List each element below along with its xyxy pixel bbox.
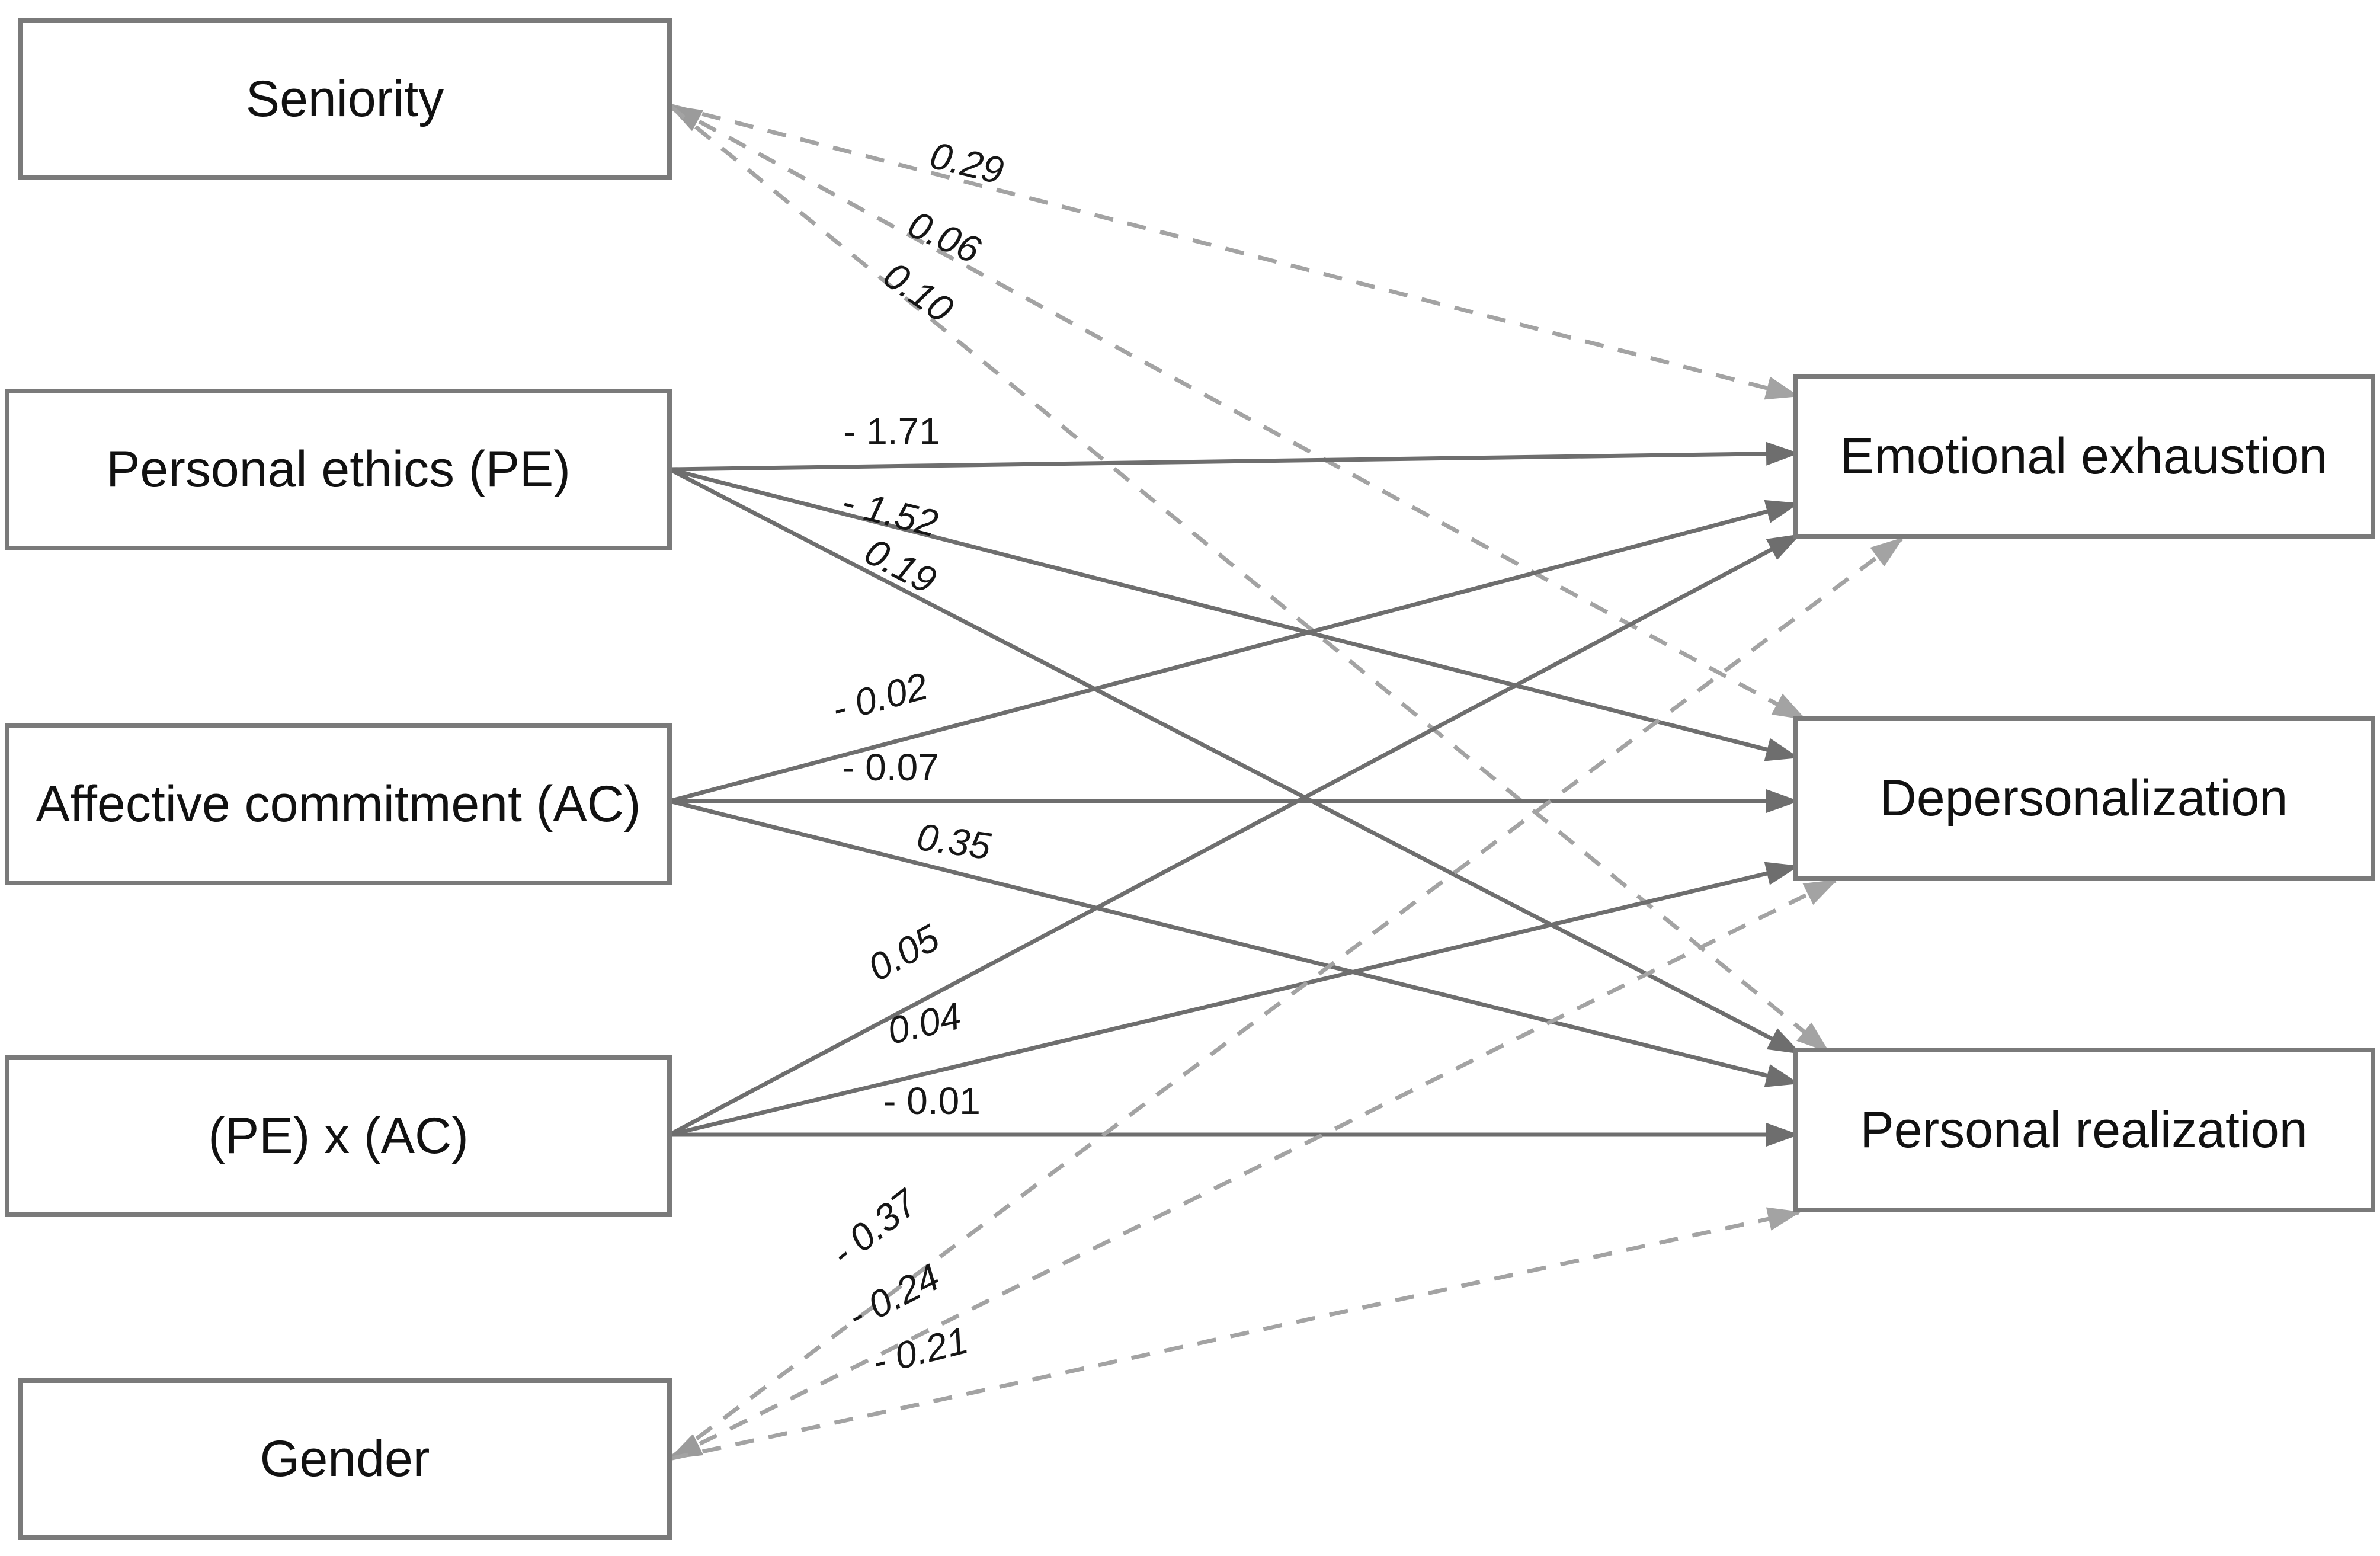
path-gender-to-depersonalization: [668, 878, 1838, 1461]
node-box-affective-commitment: [5, 723, 672, 885]
node-pe-x-ac: (PE) x (AC): [5, 1055, 672, 1217]
node-box-personal-ethics: [5, 389, 672, 550]
path-seniority-to-personal-realization: [668, 104, 1830, 1053]
path-gender-to-personal-realization: [669, 1207, 1801, 1461]
path-pe-x-ac-to-depersonalization: [669, 862, 1799, 1137]
coef-personal-ethics-depersonalization: - 1.52: [838, 480, 942, 545]
coef-pe-x-ac-depersonalization: 0.04: [883, 994, 965, 1052]
path-personal-ethics-to-personal-realization: [668, 467, 1802, 1055]
node-gender: Gender: [18, 1378, 672, 1540]
node-label-seniority: Seniority: [246, 71, 444, 127]
node-label-depersonalization: Depersonalization: [1880, 770, 2288, 827]
node-box-pe-x-ac: [5, 1055, 672, 1217]
node-box-personal-realization: [1793, 1048, 2375, 1212]
coef-seniority-emotional-exhaustion: 0.29: [926, 133, 1008, 192]
node-box-gender: [18, 1378, 672, 1540]
node-box-emotional-exhaustion: [1793, 374, 2375, 539]
coef-pe-x-ac-emotional-exhaustion: 0.05: [861, 916, 946, 990]
node-label-affective-commitment: Affective commitment (AC): [36, 776, 640, 833]
node-affective-commitment: Affective commitment (AC): [5, 723, 672, 885]
path-seniority-to-depersonalization: [668, 103, 1806, 721]
coef-pe-x-ac-personal-realization: - 0.01: [883, 1080, 981, 1122]
path-affective-commitment-to-personal-realization: [669, 799, 1799, 1087]
node-personal-ethics: Personal ethics (PE): [5, 389, 672, 550]
coef-affective-commitment-personal-realization: 0.35: [914, 815, 994, 868]
coef-personal-ethics-emotional-exhaustion: - 1.71: [843, 410, 940, 453]
node-label-personal-realization: Personal realization: [1860, 1102, 2307, 1158]
coef-seniority-depersonalization: 0.06: [902, 203, 986, 272]
coef-gender-personal-realization: - 0.21: [868, 1318, 972, 1383]
path-personal-ethics-to-depersonalization: [669, 467, 1799, 761]
path-affective-commitment-to-emotional-exhaustion: [669, 500, 1799, 803]
node-label-gender: Gender: [260, 1430, 430, 1487]
coef-affective-commitment-depersonalization: - 0.07: [842, 746, 939, 789]
path-pe-x-ac-to-emotional-exhaustion: [668, 533, 1801, 1137]
node-box-depersonalization: [1793, 716, 2375, 881]
path-personal-ethics-to-emotional-exhaustion: [669, 441, 1799, 472]
node-emotional-exhaustion: Emotional exhaustion: [1793, 374, 2375, 539]
coef-seniority-personal-realization: 0.10: [876, 254, 961, 331]
node-seniority: Seniority: [18, 18, 672, 180]
node-label-pe-x-ac: (PE) x (AC): [208, 1107, 469, 1164]
coef-gender-emotional-exhaustion: - 0.37: [822, 1180, 926, 1275]
coef-affective-commitment-emotional-exhaustion: - 0.02: [828, 664, 933, 731]
node-box-seniority: [18, 18, 672, 180]
node-personal-realization: Personal realization: [1793, 1048, 2375, 1212]
node-label-emotional-exhaustion: Emotional exhaustion: [1840, 428, 2327, 485]
node-depersonalization: Depersonalization: [1793, 716, 2375, 881]
path-seniority-to-emotional-exhaustion: [669, 103, 1799, 400]
node-label-personal-ethics: Personal ethics (PE): [106, 441, 571, 498]
